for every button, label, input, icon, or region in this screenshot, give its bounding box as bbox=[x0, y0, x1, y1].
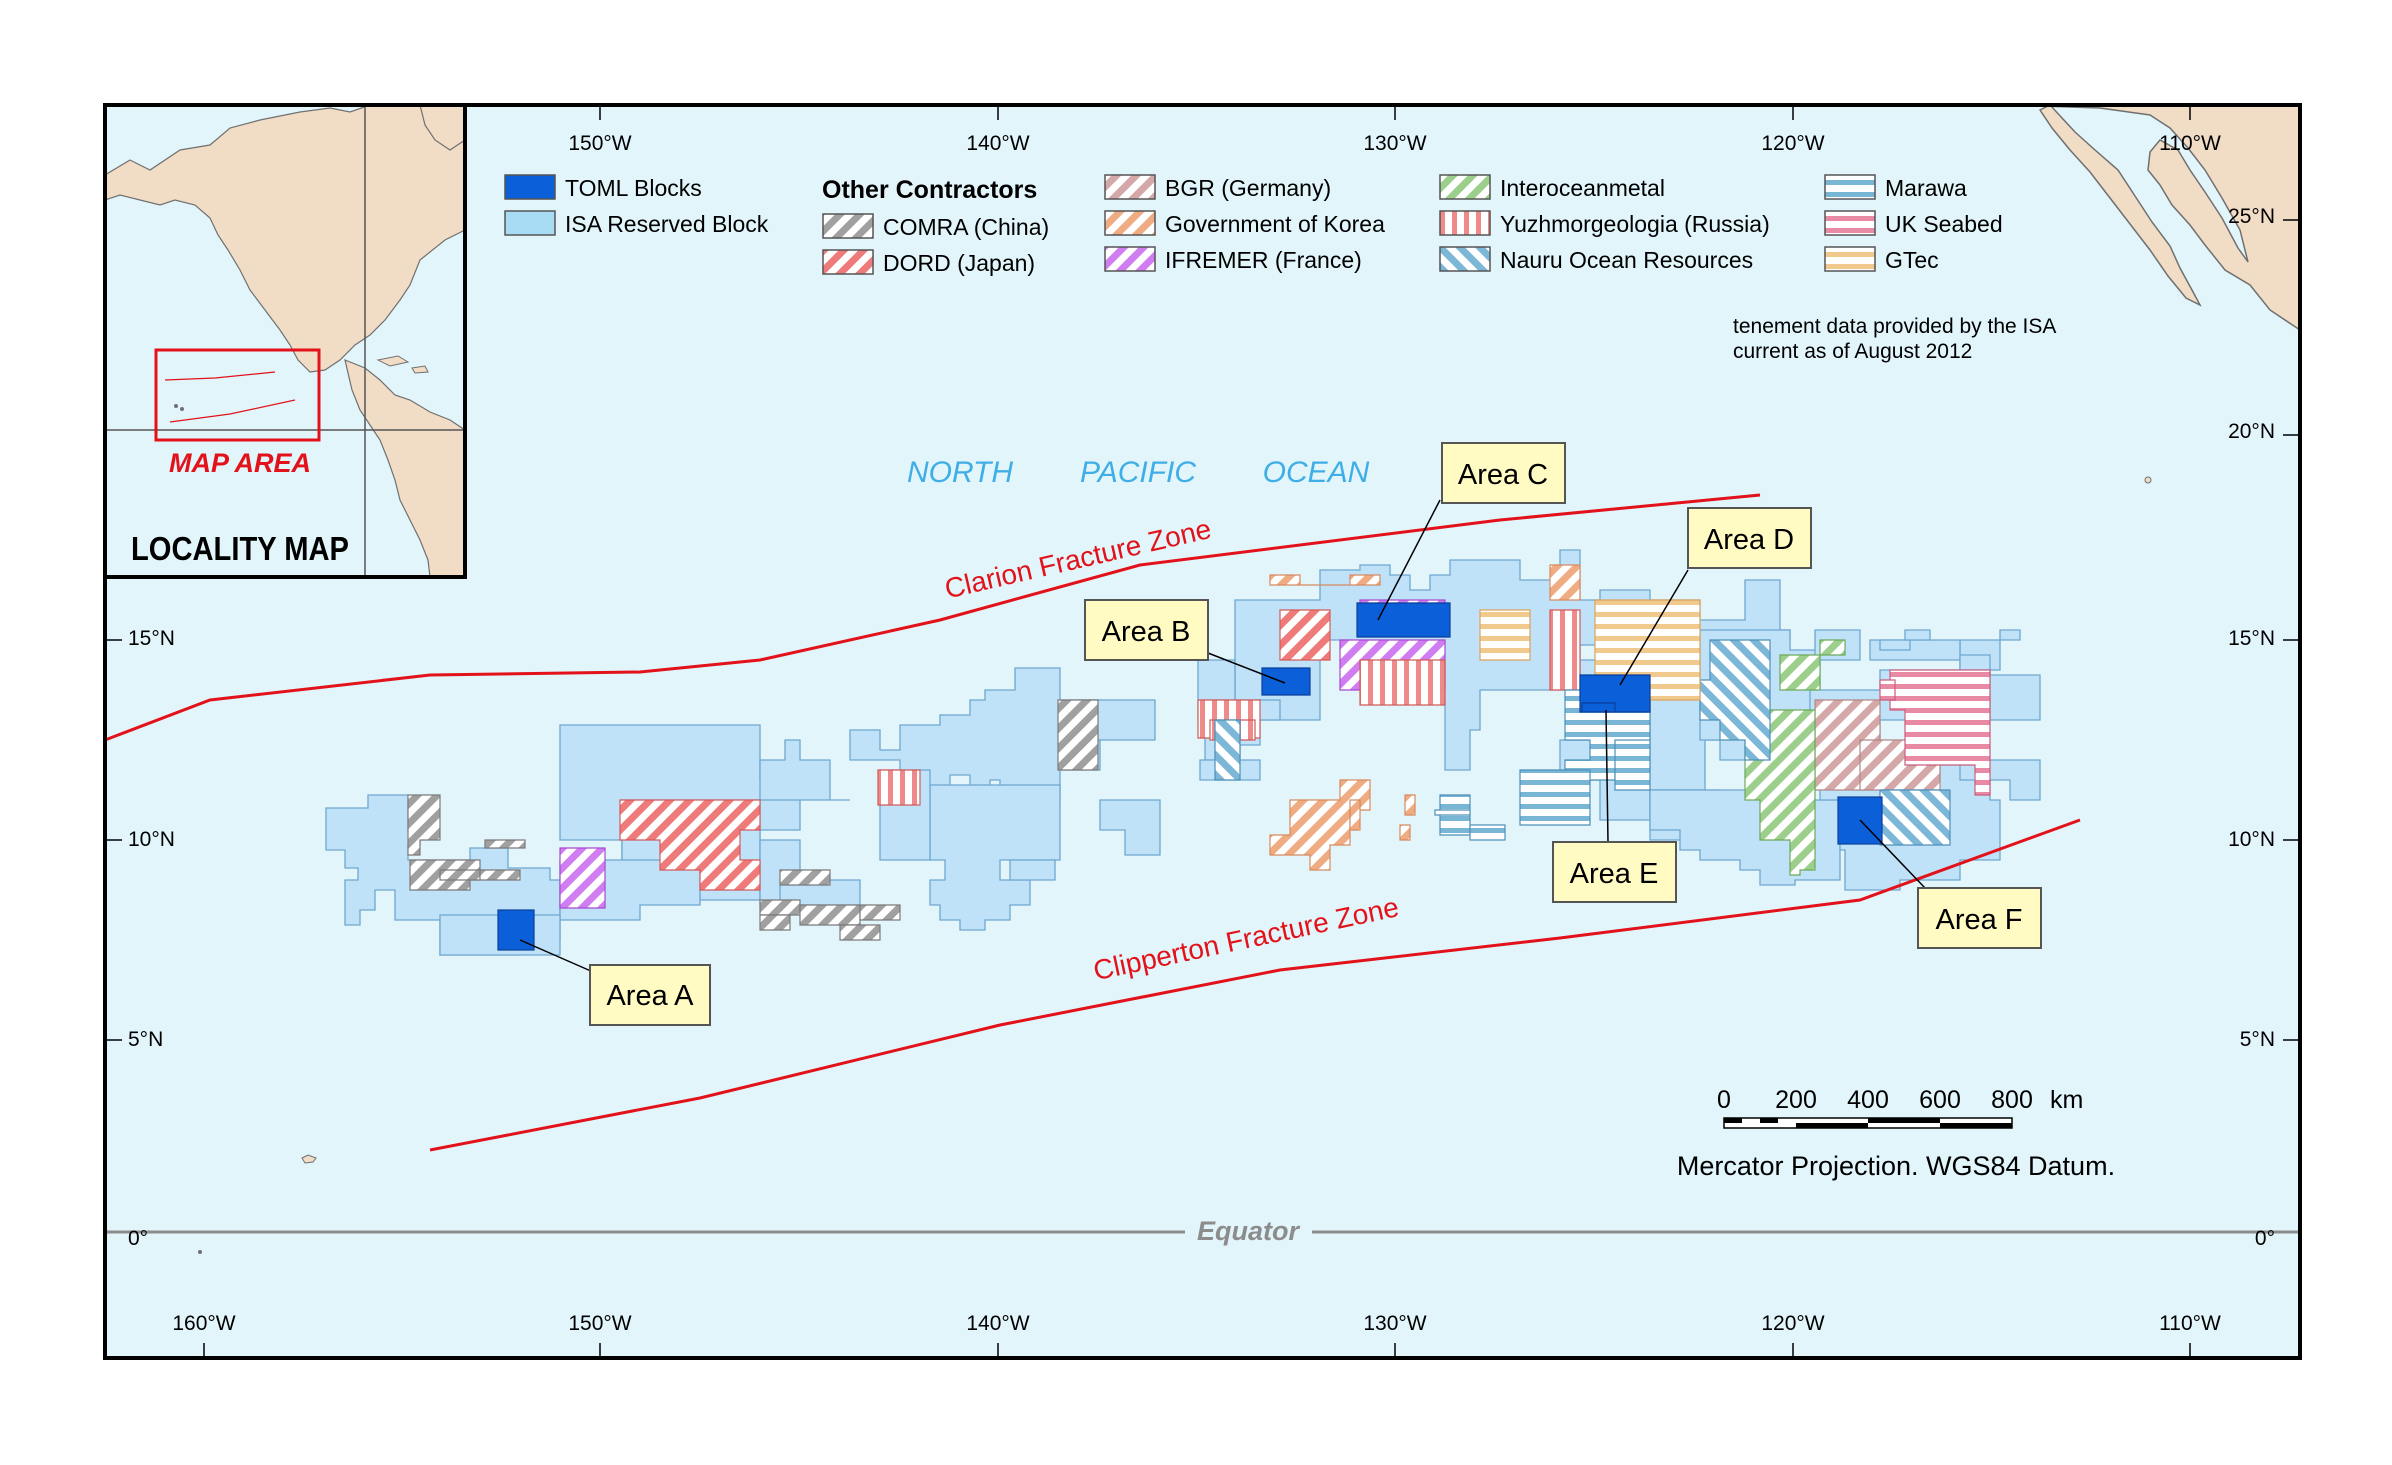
scale-tick-400: 400 bbox=[1847, 1086, 1889, 1114]
legend-label-ifremer: IFREMER (France) bbox=[1165, 247, 1362, 273]
area-d-callout bbox=[1687, 507, 1812, 569]
bottom-lon-label-140: 140°W bbox=[966, 1312, 1029, 1335]
clipperton-fracture-zone-line bbox=[429, 818, 2081, 1152]
legend-label-isa: ISA Reserved Block bbox=[565, 211, 769, 237]
inset-title: LOCALITY MAP bbox=[131, 530, 349, 567]
right-lat-label-25: 25°N bbox=[2228, 205, 2275, 228]
legend-swatch-ifremer bbox=[1104, 246, 1156, 272]
legend-label-toml: TOML Blocks bbox=[565, 175, 702, 201]
area-f-label: Area F bbox=[1935, 904, 2022, 936]
equator: Equator bbox=[105, 1216, 2300, 1246]
legend-label-yuzhmorgeologia: Yuzhmorgeologia (Russia) bbox=[1500, 211, 1770, 237]
area-a-callout bbox=[589, 964, 711, 1026]
scale-tick-600: 600 bbox=[1919, 1086, 1961, 1114]
left-lat-label-0: 0° bbox=[128, 1227, 148, 1250]
legend-label-nauru: Nauru Ocean Resources bbox=[1500, 247, 1753, 273]
legend-other-title: Other Contractors bbox=[822, 176, 1037, 204]
top-lon-label-120: 120°W bbox=[1761, 132, 1824, 155]
data-note: tenement data provided by the ISA curren… bbox=[1733, 315, 2056, 363]
area-c-callout bbox=[1441, 442, 1566, 504]
area-b-callout bbox=[1084, 599, 1209, 661]
legend-label-gtec: GTec bbox=[1885, 247, 1939, 273]
scale-tick-200: 200 bbox=[1775, 1086, 1817, 1114]
legend-swatch-interoceanmetal bbox=[1439, 174, 1491, 200]
legend-swatch-nauru bbox=[1439, 246, 1491, 272]
top-lon-label-110: 110°W bbox=[2159, 132, 2221, 155]
area-d-label: Area D bbox=[1704, 524, 1794, 556]
right-lat-label-15: 15°N bbox=[2228, 627, 2275, 650]
legend-label-uk-seabed: UK Seabed bbox=[1885, 211, 2003, 237]
toml-block-area-c bbox=[1356, 602, 1451, 638]
bottom-lon-label-120: 120°W bbox=[1761, 1312, 1824, 1335]
ocean-word-north: NORTH bbox=[907, 456, 1013, 489]
legend-swatch-marawa bbox=[1824, 174, 1876, 200]
left-lat-label-15: 15°N bbox=[128, 627, 175, 650]
data-note-line-2: current as of August 2012 bbox=[1733, 340, 1972, 363]
legend-swatch-toml bbox=[504, 174, 556, 200]
legend-swatch-uk-seabed bbox=[1824, 210, 1876, 236]
scale-bar: 0 200 400 600 800 km Mercator Projection… bbox=[1677, 1086, 2115, 1181]
legend-label-marawa: Marawa bbox=[1885, 175, 1967, 201]
legend-label-interoceanmetal: Interoceanmetal bbox=[1500, 175, 1665, 201]
legend-label-korea: Government of Korea bbox=[1165, 211, 1385, 237]
legend-swatch-comra bbox=[822, 213, 874, 239]
bottom-lon-label-130: 130°W bbox=[1363, 1312, 1426, 1335]
scale-unit: km bbox=[2050, 1086, 2083, 1114]
land-baja bbox=[2038, 105, 2202, 307]
right-lat-label-0: 0° bbox=[2255, 1227, 2275, 1250]
inset-land-north-america bbox=[105, 105, 465, 373]
area-e-callout bbox=[1552, 841, 1677, 903]
area-e-label: Area E bbox=[1570, 858, 1659, 890]
legend-swatch-yuzhmorgeologia bbox=[1439, 210, 1491, 236]
scale-tick-800: 800 bbox=[1991, 1086, 2033, 1114]
land-mexico bbox=[2009, 105, 2300, 331]
scale-tick-0: 0 bbox=[1717, 1086, 1731, 1114]
top-lon-label-140: 140°W bbox=[966, 132, 1029, 155]
legend-swatch-gtec bbox=[1824, 246, 1876, 272]
right-lat-label-10: 10°N bbox=[2228, 828, 2275, 851]
legend-label-bgr: BGR (Germany) bbox=[1165, 175, 1331, 201]
toml-blocks bbox=[497, 602, 1883, 951]
clarion-fracture-zone-line bbox=[104, 493, 1761, 742]
legend-swatch-korea bbox=[1104, 210, 1156, 236]
top-lon-label-130: 130°W bbox=[1363, 132, 1426, 155]
graticule-labels: 150°W 140°W 130°W 120°W 110°W 160°W 150°… bbox=[128, 132, 2275, 1335]
locality-inset: MAP AREA LOCALITY MAP bbox=[103, 103, 467, 579]
area-callouts: Area A Area B Area C Area D Area E Area … bbox=[519, 442, 2042, 1026]
ocean-word-pacific: PACIFIC bbox=[1080, 456, 1196, 489]
area-b-label: Area B bbox=[1102, 616, 1191, 648]
bottom-lon-label-110: 110°W bbox=[2159, 1312, 2221, 1335]
legend-swatch-bgr bbox=[1104, 174, 1156, 200]
toml-block-area-b bbox=[1261, 667, 1311, 696]
bottom-lon-label-160: 160°W bbox=[172, 1312, 235, 1335]
legend: TOML Blocks ISA Reserved Block Other Con… bbox=[504, 174, 2003, 276]
legend-swatch-dord bbox=[822, 249, 874, 275]
ocean-label: NORTH PACIFIC OCEAN bbox=[907, 456, 1370, 489]
map-frame bbox=[103, 103, 2302, 1360]
area-f-callout bbox=[1917, 887, 2042, 949]
legend-label-comra: COMRA (China) bbox=[883, 214, 1049, 240]
inset-map-area-box bbox=[154, 348, 321, 442]
ocean-word-ocean: OCEAN bbox=[1263, 456, 1370, 489]
right-lat-label-5: 5°N bbox=[2240, 1028, 2275, 1051]
projection-note: Mercator Projection. WGS84 Datum. bbox=[1677, 1151, 2115, 1181]
legend-label-dord: DORD (Japan) bbox=[883, 250, 1035, 276]
contractor-blocks bbox=[407, 564, 1991, 941]
graticule-ticks bbox=[105, 105, 2300, 1358]
right-lat-label-20: 20°N bbox=[2228, 420, 2275, 443]
top-lon-label-150: 150°W bbox=[568, 132, 631, 155]
toml-block-area-d-e bbox=[1579, 674, 1651, 713]
left-lat-label-10: 10°N bbox=[128, 828, 175, 851]
area-a-label: Area A bbox=[606, 980, 694, 1012]
area-c-label: Area C bbox=[1458, 459, 1548, 491]
bottom-lon-label-150: 150°W bbox=[568, 1312, 631, 1335]
inset-map-area-label: MAP AREA bbox=[169, 448, 311, 478]
data-note-line-1: tenement data provided by the ISA bbox=[1733, 315, 2056, 338]
equator-label: Equator bbox=[1197, 1216, 1300, 1246]
legend-swatch-isa bbox=[504, 210, 556, 236]
left-lat-label-5: 5°N bbox=[128, 1028, 163, 1051]
